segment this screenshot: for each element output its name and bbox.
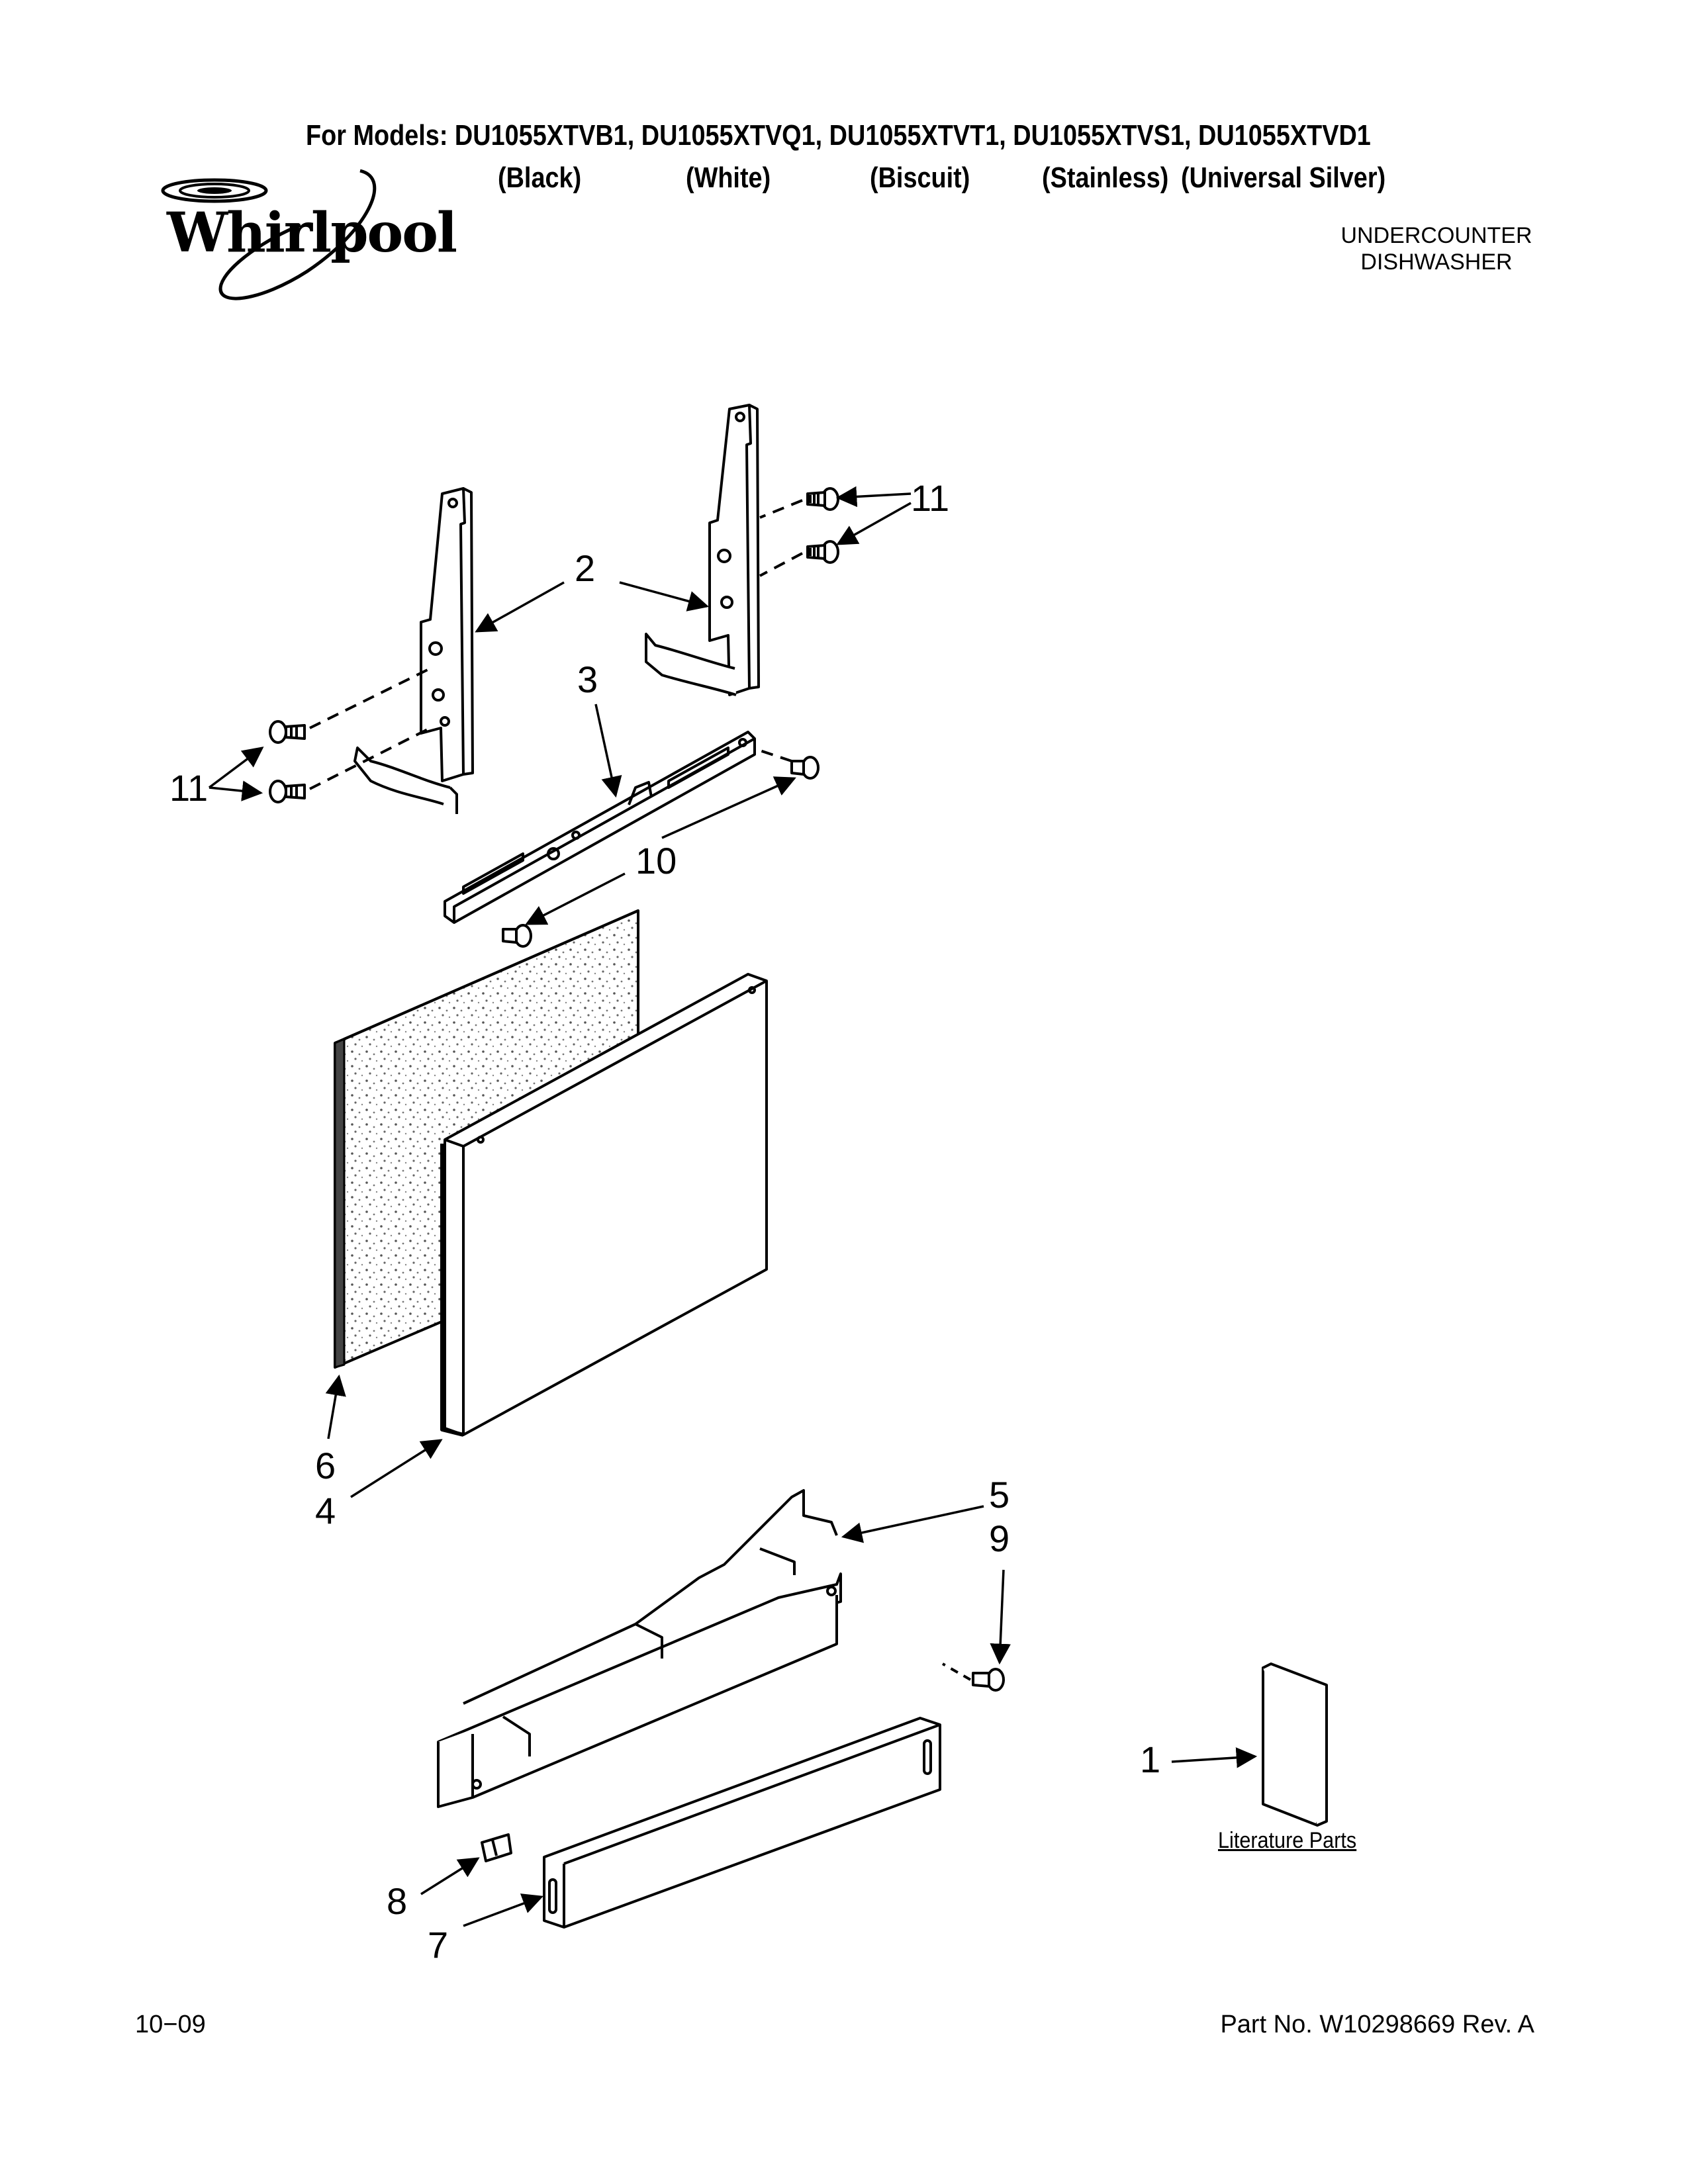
bracket-screw-2: [502, 924, 532, 948]
bracket-screw-1: [790, 756, 820, 780]
callout-arrows: [208, 486, 1258, 1927]
left-door-hinge-bracket: [353, 487, 474, 814]
color-stainless: (Stainless): [1042, 161, 1169, 194]
literature-parts-booklet: [1262, 1662, 1328, 1827]
appliance-line-1: UNDERCOUNTER: [1340, 223, 1532, 248]
whirlpool-swirl-icon: [161, 169, 377, 300]
callout-6: 6: [315, 1445, 336, 1486]
hinge-screw-top-1: [806, 487, 839, 511]
kick-screw-guide: [942, 1662, 971, 1681]
color-biscuit: (Biscuit): [870, 161, 970, 194]
callout-3: 3: [577, 659, 598, 700]
toe-kick-plate: [543, 1717, 941, 1929]
door-lower-bracket: [437, 1489, 842, 1808]
hinge-screw-left-2: [269, 780, 306, 803]
appliance-type: UNDERCOUNTER DISHWASHER: [1331, 222, 1542, 275]
callout-1: 1: [1140, 1739, 1160, 1780]
brand-name: Whirlpool: [167, 201, 457, 265]
color-black: (Black): [498, 161, 582, 194]
fastener-guide-lines: [309, 499, 803, 790]
appliance-line-2: DISHWASHER: [1360, 250, 1513, 275]
right-door-hinge-bracket: [645, 404, 760, 696]
whirlpool-logo: Whirlpool: [142, 159, 457, 311]
kick-plate-screw: [972, 1668, 1005, 1692]
callout-4: 4: [315, 1490, 336, 1531]
callout-11-top: 11: [911, 477, 949, 519]
callout-5: 5: [989, 1474, 1009, 1516]
literature-parts-label: Literature Parts: [1218, 1828, 1357, 1853]
part-number: Part No. W10298669 Rev. A: [1220, 2011, 1534, 2038]
door-top-bracket: [444, 731, 756, 924]
color-white: (White): [686, 161, 771, 194]
kick-plate-clip: [481, 1833, 512, 1862]
hinge-screw-top-2: [806, 540, 839, 564]
callout-7: 7: [428, 1924, 448, 1966]
models-heading: For Models: DU1055XTVB1, DU1055XTVQ1, DU…: [306, 119, 1371, 152]
callout-11-left: 11: [169, 767, 208, 809]
revision-date: 10−09: [135, 2011, 206, 2038]
hinge-screw-left-1: [269, 720, 306, 744]
callout-8: 8: [387, 1880, 407, 1922]
door-panel: [440, 973, 768, 1437]
color-universal-silver: (Universal Silver): [1181, 161, 1386, 194]
callout-9: 9: [989, 1518, 1009, 1559]
callout-2: 2: [575, 547, 595, 589]
callout-10: 10: [635, 840, 677, 882]
